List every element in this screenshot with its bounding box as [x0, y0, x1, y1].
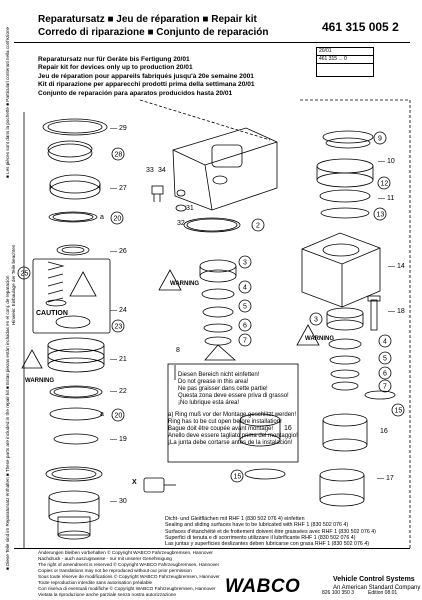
svg-text:16: 16	[380, 428, 388, 435]
document-number: 826 100 350 3	[322, 590, 354, 596]
svg-text:7: 7	[243, 338, 247, 345]
grease-line: Surfaces d'étanchéité et de frottement d…	[165, 528, 376, 535]
copyright-line: The right of amendment is reserved © Cop…	[38, 562, 220, 567]
svg-text:5: 5	[243, 304, 247, 311]
footer-divider	[14, 548, 410, 549]
callout-line: Questa zona deve essere priva di grasso!	[178, 393, 289, 399]
svg-text:25: 25	[21, 271, 29, 278]
copyright-line: Con riserva di eventuali modifiche © Cop…	[38, 586, 216, 591]
svg-text:a: a	[100, 411, 104, 418]
svg-text:WARNING: WARNING	[305, 336, 334, 342]
svg-text:28: 28	[115, 152, 123, 159]
title-line-2: Corredo di riparazione ■ Conjunto de rep…	[38, 27, 269, 38]
brand-tagline: Vehicle Control Systems	[333, 576, 415, 583]
svg-text:3: 3	[243, 260, 247, 267]
copyright-line: Vietata la riproduzione anche parziale s…	[38, 592, 177, 597]
svg-text:— 10: — 10	[378, 158, 395, 165]
svg-text:— 17: — 17	[377, 475, 394, 482]
svg-text:6: 6	[243, 323, 247, 330]
wabco-logo: WABCO	[225, 576, 301, 597]
svg-text:— 26: — 26	[110, 248, 127, 255]
svg-text:5: 5	[383, 356, 387, 363]
header-divider	[14, 42, 410, 43]
copyright-line: Sous toute réserve de modifications © Co…	[38, 574, 220, 579]
ring-callout: a) Ring muß vor der Montage geschlitzt w…	[168, 412, 298, 447]
svg-text:— 30: — 30	[110, 498, 127, 505]
footer-copyright: Änderungen bleiben vorbehalten © Copyrig…	[38, 550, 220, 598]
svg-text:20: 20	[115, 413, 123, 420]
title-line-1: Reparatursatz ■ Jeu de réparation ■ Repa…	[38, 14, 257, 25]
change-box-row-1: 20/01	[317, 48, 373, 56]
svg-text:a: a	[100, 214, 104, 221]
change-box: 20/01 461 315 ... 0	[316, 47, 374, 77]
svg-text:4: 4	[243, 285, 247, 292]
part-number: 461 315 005 2	[322, 20, 399, 34]
callout-line: Bague doit être coupée avant montage!	[168, 426, 274, 432]
callout-line: ¡No lubrique esta área!	[178, 400, 240, 406]
svg-text:13: 13	[377, 212, 385, 219]
svg-text:15: 15	[395, 408, 403, 415]
svg-text:3: 3	[314, 317, 318, 324]
svg-text:32: 32	[177, 220, 185, 227]
copyright-line: Copies or translations may not be reprod…	[38, 568, 192, 573]
callout-line: ¡La junta debe cortarse antes de la inst…	[168, 440, 293, 446]
callout-line: Ring has to be cut open before installat…	[168, 419, 282, 425]
svg-text:12: 12	[381, 181, 389, 188]
svg-text:X: X	[132, 479, 137, 486]
copyright-line: Nachdruck - auch auszugsweise - nur mit …	[38, 556, 172, 561]
grease-line: Superfici di tenuta e di scorrimento uti…	[165, 534, 356, 541]
svg-text:7: 7	[383, 384, 387, 391]
svg-text:23: 23	[115, 324, 123, 331]
svg-text:— 22: — 22	[110, 388, 127, 395]
svg-text:— 21: — 21	[110, 356, 127, 363]
svg-text:8: 8	[176, 347, 180, 354]
svg-text:16: 16	[284, 425, 292, 432]
svg-text:2: 2	[256, 223, 260, 230]
note-line: Jeu de réparation pour appareils fabriqu…	[38, 72, 254, 80]
svg-text:WARNING: WARNING	[170, 281, 199, 287]
svg-text:33: 33	[146, 167, 154, 174]
svg-text:— 11: — 11	[378, 195, 394, 202]
callout-line: Do not grease in this area!	[178, 379, 249, 385]
grease-notes: Dicht- und Gleitflächen mit RHF 1 (830 5…	[165, 516, 376, 547]
note-line: Repair kit for devices only up to produc…	[38, 64, 193, 72]
svg-text:34: 34	[158, 167, 166, 174]
svg-text:— 14: — 14	[388, 263, 405, 270]
edition-label: Edition 08.01	[368, 590, 398, 596]
note-line: Conjunto de reparación para aparatos pro…	[38, 89, 233, 97]
svg-text:15: 15	[234, 474, 242, 481]
copyright-line: Toute reproduction interdite sans autori…	[38, 580, 153, 585]
svg-text:— 27: — 27	[110, 185, 127, 192]
grease-line: Sealing and sliding surfaces have to be …	[165, 522, 349, 529]
note-line: Kit di riparazione per apparecchi prodot…	[38, 81, 255, 89]
note-line: Reparatursatz nur für Geräte bis Fertigu…	[38, 56, 190, 63]
grease-line: Dicht- und Gleitflächen mit RHF 1 (830 5…	[165, 516, 305, 522]
callout-line: a) Ring muß vor der Montage geschlitzt w…	[168, 412, 297, 418]
svg-text:— 24: — 24	[110, 307, 127, 314]
notes-block: Reparatursatz nur für Geräte bis Fertigu…	[38, 56, 255, 98]
brand-company: An American Standard Company	[333, 585, 421, 591]
svg-text:31: 31	[186, 205, 194, 212]
svg-text:9: 9	[378, 136, 382, 143]
callout-line: Anello deve essere tagliato prima del mo…	[168, 433, 298, 439]
svg-text:4: 4	[383, 339, 387, 346]
svg-text:— 19: — 19	[110, 436, 127, 443]
callout-line: Diesen Bereich nicht einfetten!	[178, 372, 260, 378]
no-grease-callout: Diesen Bereich nicht einfetten! Do not g…	[178, 372, 289, 407]
grease-line: Las juntas y superficies deslizantes deb…	[165, 541, 370, 548]
svg-text:— 18: — 18	[388, 308, 405, 315]
svg-text:20: 20	[114, 216, 122, 223]
svg-text:WARNING: WARNING	[25, 378, 54, 384]
svg-text:— 29: — 29	[110, 125, 127, 132]
svg-text:6: 6	[383, 371, 387, 378]
change-box-row-2: 461 315 ... 0	[317, 56, 373, 64]
copyright-line: Änderungen bleiben vorbehalten © Copyrig…	[38, 550, 213, 555]
caution-label: CAUTION	[36, 310, 68, 317]
callout-line: Ne pas graisser dans cette partie!	[178, 386, 268, 392]
